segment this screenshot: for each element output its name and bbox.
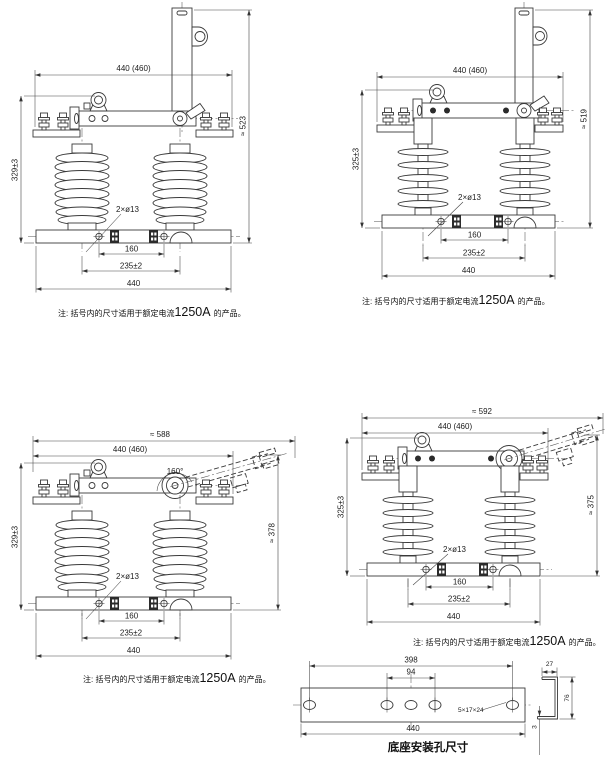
porcelain-insulators <box>54 510 208 598</box>
dim-width-top: 440 (460) <box>113 445 148 454</box>
angle-label: 160° <box>167 467 184 476</box>
hole-callout: 2×ø13 <box>116 572 139 581</box>
terminal-pads <box>32 112 234 138</box>
dim-thickness: 3 <box>532 725 539 729</box>
dim-hole-span: 160 <box>453 578 467 587</box>
blade-bar <box>412 84 550 122</box>
drawing-open-porcelain: 160° ≈ 588 <box>11 430 296 685</box>
drawing-closed-porcelain: 440 (460) ≈ 523 329±3 2×ø13 160 235±2 44… <box>11 2 252 319</box>
dim-height-left: 329±3 <box>11 525 20 548</box>
base-frame <box>35 596 232 611</box>
dim-base-width: 440 <box>462 266 476 275</box>
dim-width-top: 440 (460) <box>116 64 151 73</box>
dim-overall: ≈ 588 <box>150 430 171 439</box>
operating-rod <box>171 7 208 125</box>
terminal-pads <box>32 479 234 505</box>
blade-bar <box>69 459 197 499</box>
drawing-base-plate: 398 94 440 5×17×24 底座安装孔尺寸 <box>293 656 533 754</box>
dim-pole-span: 235±2 <box>120 262 143 271</box>
base-plate-caption: 底座安装孔尺寸 <box>388 740 469 754</box>
drawing-closed-composite: 440 (460) ≈ 519 325±3 2×ø13 160 235±2 44… <box>352 2 593 307</box>
slot-callout: 5×17×24 <box>458 707 484 714</box>
dim-hole-span: 160 <box>125 245 139 254</box>
dim-hole-span: 160 <box>125 612 139 621</box>
dim-inner-span: 94 <box>407 668 416 677</box>
dim-hole-span: 398 <box>404 656 418 665</box>
blade-bar <box>397 432 525 472</box>
dim-base-width: 440 <box>127 646 141 655</box>
base-frame <box>35 229 232 244</box>
base-frame <box>366 562 541 577</box>
dim-width-top: 440 (460) <box>453 66 488 75</box>
hole-callout: 2×ø13 <box>443 545 466 554</box>
hole-callout: 2×ø13 <box>458 193 481 202</box>
dim-height-left: 325±3 <box>337 495 346 518</box>
hole-callout: 2×ø13 <box>116 205 139 214</box>
dim-overall: ≈ 592 <box>472 407 493 416</box>
dimensions: 440 (460) ≈ 519 325±3 2×ø13 160 235±2 44… <box>352 9 593 280</box>
dimensions: ≈ 588 440 (460) 329±3 ≈ 378 2×ø13 160 23… <box>11 430 296 660</box>
dim-pole-span: 235±2 <box>120 629 143 638</box>
drawing-channel-profile: 27 76 3 <box>532 661 576 755</box>
dimensions: ≈ 592 440 (460) 325±3 ≈ 375 2×ø13 160 23… <box>337 407 604 626</box>
drawing-open-composite: ≈ 592 440 (460) 325±3 ≈ 375 2×ø13 160 23… <box>337 407 605 648</box>
dim-height-left: 325±3 <box>352 147 361 170</box>
dim-pole-span: 235±2 <box>463 249 486 258</box>
dim-height-left: 329±3 <box>11 158 20 181</box>
dim-length: 440 <box>406 724 420 733</box>
blade-bar <box>69 92 206 130</box>
porcelain-insulators <box>54 143 208 231</box>
base-frame <box>381 214 556 229</box>
dim-height-right: ≈ 519 <box>580 108 589 129</box>
dim-hole-span: 160 <box>468 231 482 240</box>
dimensions: 398 94 440 5×17×24 <box>300 656 526 738</box>
dimensions: 440 (460) ≈ 523 329±3 2×ø13 160 235±2 44… <box>11 9 252 293</box>
dimensions: 27 76 3 <box>532 661 576 755</box>
dim-base-width: 440 <box>447 612 461 621</box>
dim-height-right: ≈ 378 <box>268 522 277 543</box>
dim-height: 76 <box>564 694 571 702</box>
dim-height-right: ≈ 523 <box>239 115 248 136</box>
dim-flange-width: 27 <box>546 661 554 668</box>
dim-width-top: 440 (460) <box>438 422 473 431</box>
dim-base-width: 440 <box>127 279 141 288</box>
operating-rod <box>514 7 548 113</box>
dim-pole-span: 235±2 <box>448 595 471 604</box>
dim-height-right: ≈ 375 <box>587 494 596 515</box>
